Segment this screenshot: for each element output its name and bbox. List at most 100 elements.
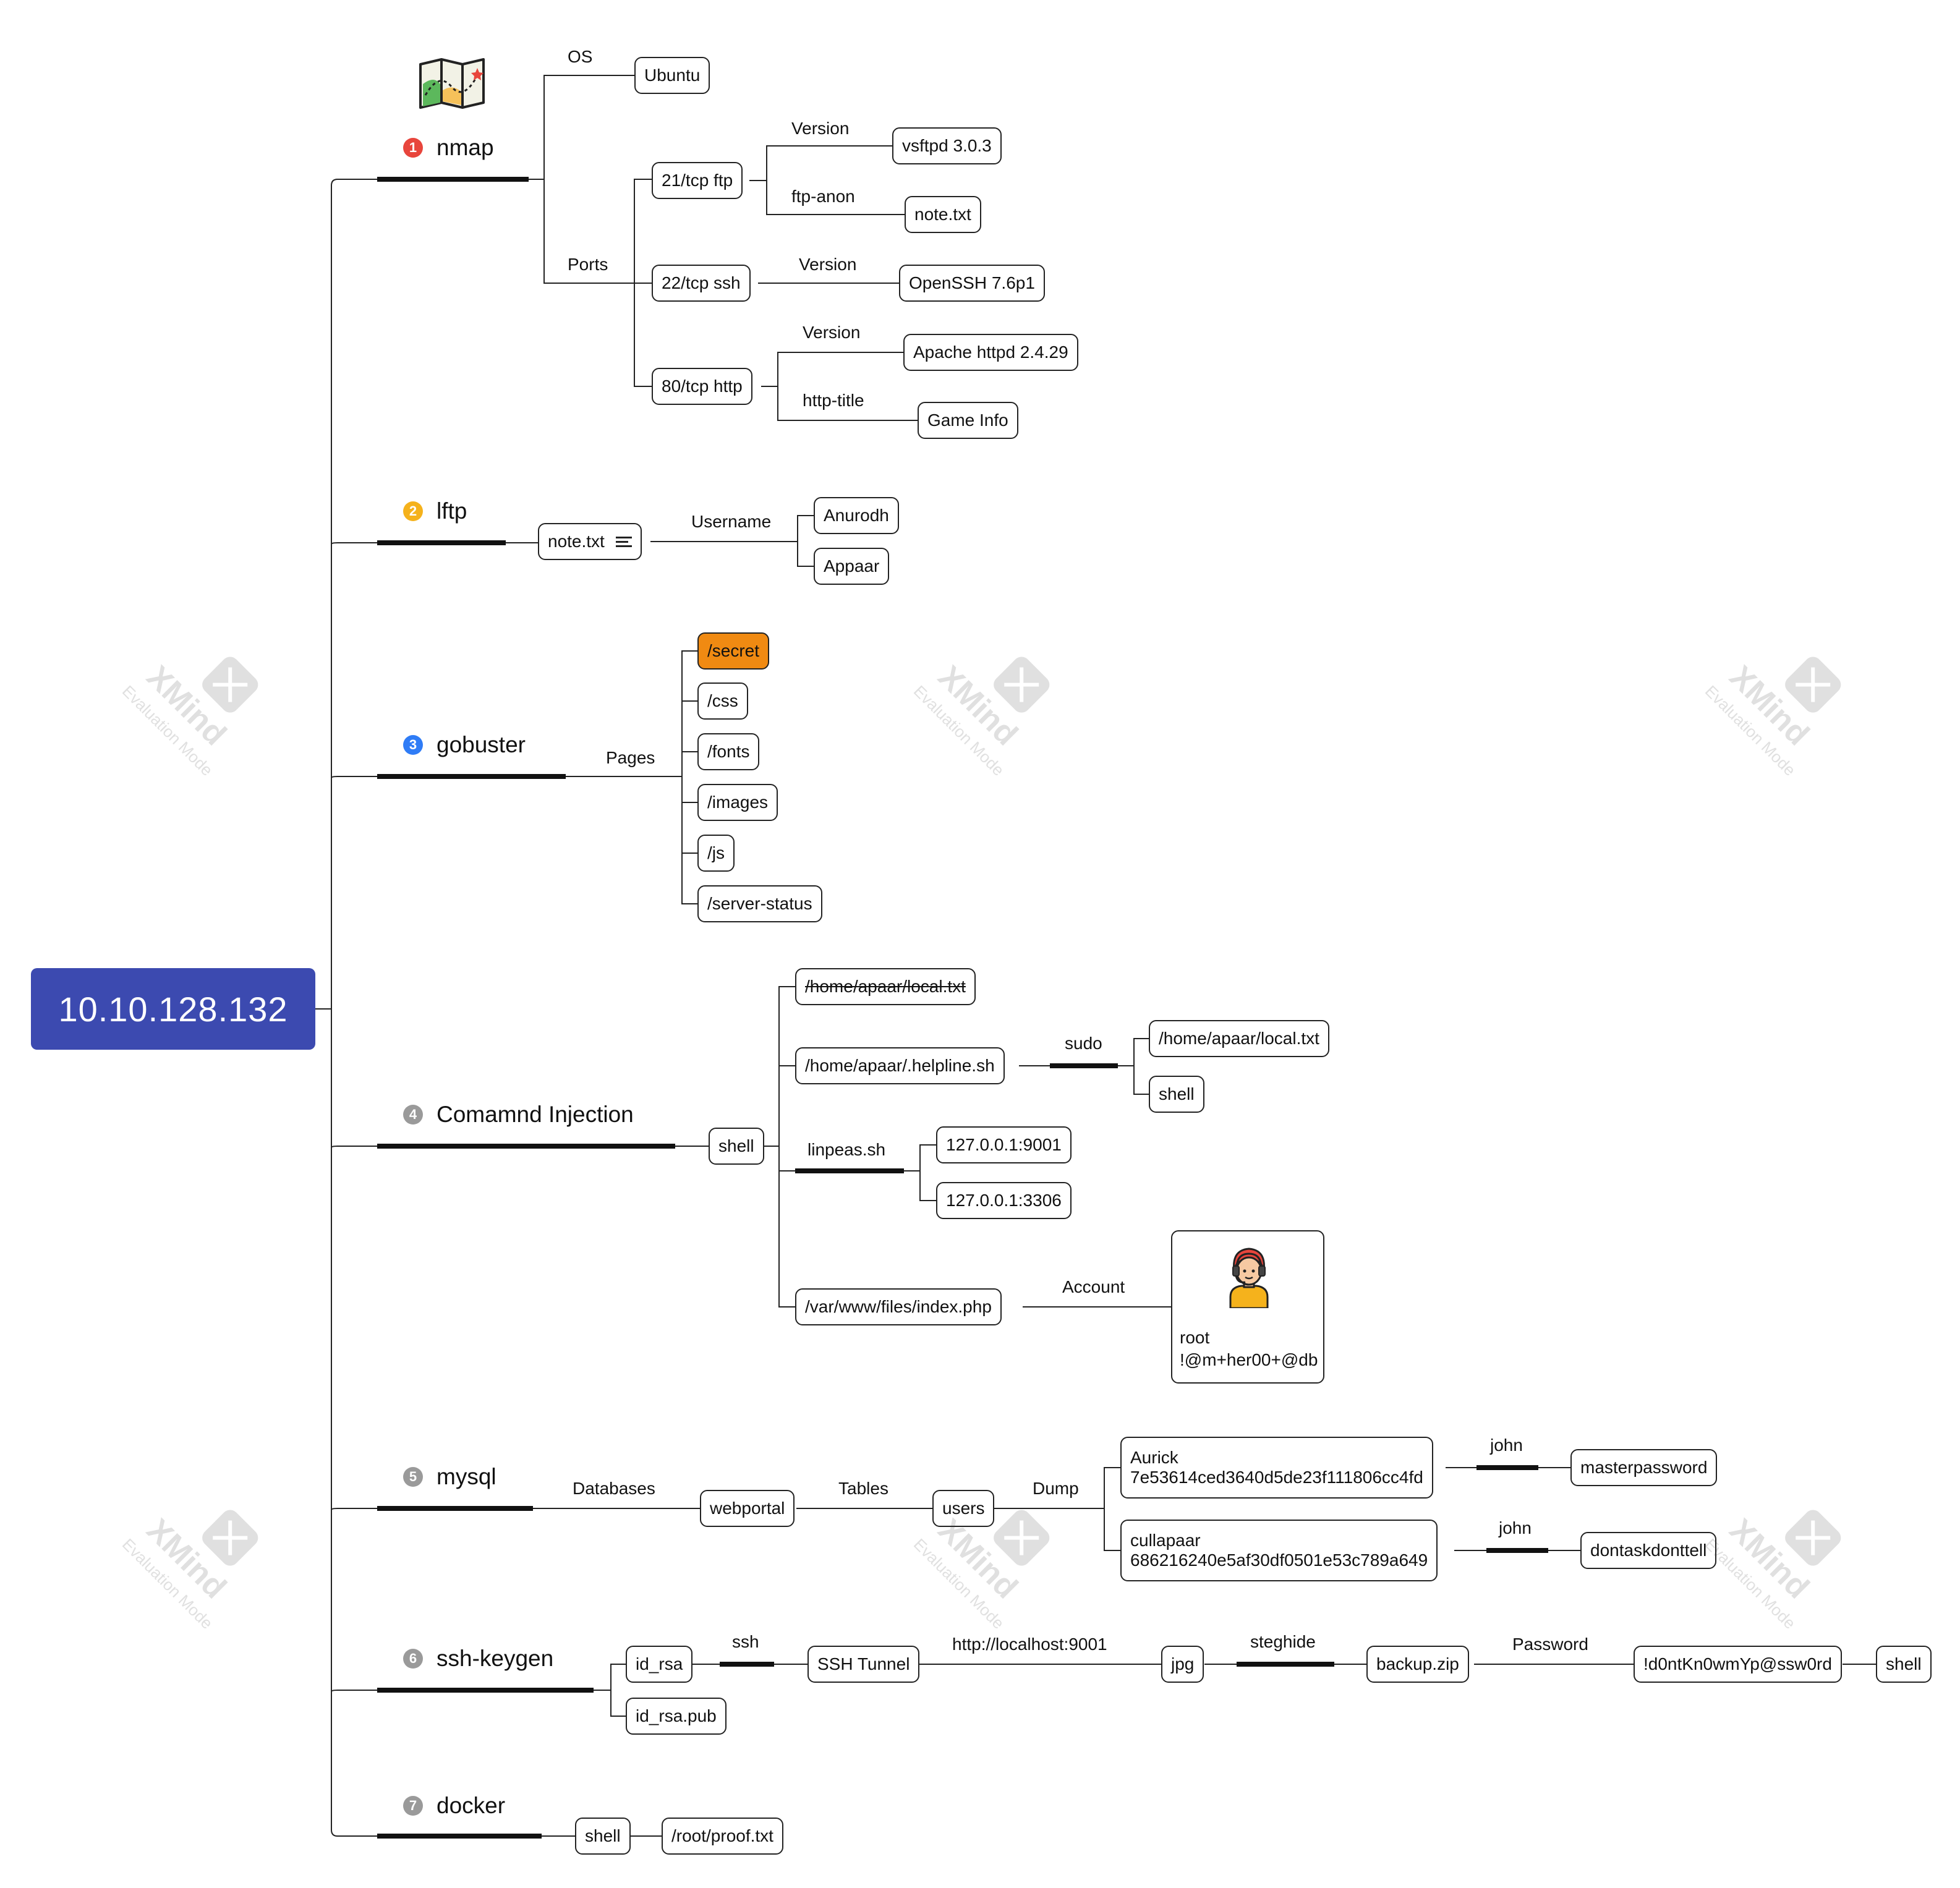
john-label-1: john bbox=[1490, 1435, 1523, 1455]
branch-mysql[interactable]: 5 mysql bbox=[403, 1464, 496, 1490]
node-dontaskdonttell[interactable]: dontaskdonttell bbox=[1580, 1532, 1717, 1569]
branch-injection-label: Comamnd Injection bbox=[437, 1102, 634, 1127]
ssh-version-label: Version bbox=[799, 255, 857, 274]
pages-label: Pages bbox=[606, 748, 655, 767]
page-server-status[interactable]: /server-status bbox=[697, 885, 822, 922]
branch-nmap[interactable]: 1 nmap bbox=[403, 135, 494, 161]
node-sudo-shell[interactable]: shell bbox=[1149, 1076, 1204, 1113]
dump-label: Dump bbox=[1033, 1479, 1079, 1498]
branch-nmap-label: nmap bbox=[437, 135, 494, 160]
node-webportal[interactable]: webportal bbox=[700, 1490, 795, 1527]
badge-4: 4 bbox=[403, 1105, 423, 1125]
http-version-label: Version bbox=[803, 323, 861, 342]
node-sudo-local-txt[interactable]: /home/apaar/local.txt bbox=[1149, 1020, 1329, 1057]
node-user-anurodh[interactable]: Anurodh bbox=[814, 497, 899, 534]
cullapaar-name: cullapaar bbox=[1130, 1530, 1201, 1550]
branch-gobuster-label: gobuster bbox=[437, 732, 526, 757]
account-label: Account bbox=[1062, 1277, 1125, 1296]
node-vsftpd[interactable]: vsftpd 3.0.3 bbox=[892, 127, 1002, 164]
node-port-9001[interactable]: 127.0.0.1:9001 bbox=[936, 1126, 1072, 1163]
node-account[interactable]: root !@m+her00+@db bbox=[1171, 1230, 1324, 1384]
linpeas-label: linpeas.sh bbox=[807, 1140, 886, 1159]
node-masterpassword[interactable]: masterpassword bbox=[1570, 1449, 1718, 1486]
badge-6: 6 bbox=[403, 1649, 423, 1669]
branch-lftp[interactable]: 2 lftp bbox=[403, 498, 467, 524]
node-http-port[interactable]: 80/tcp http bbox=[652, 368, 752, 405]
node-users-table[interactable]: users bbox=[932, 1490, 995, 1527]
node-proof-txt[interactable]: /root/proof.txt bbox=[662, 1818, 783, 1855]
node-ssh-tunnel[interactable]: SSH Tunnel bbox=[807, 1646, 920, 1683]
john-label-2: john bbox=[1499, 1518, 1532, 1537]
node-backup-zip[interactable]: backup.zip bbox=[1366, 1646, 1469, 1683]
lftp-note-label: note.txt bbox=[548, 531, 605, 551]
branch-gobuster[interactable]: 3 gobuster bbox=[403, 732, 526, 758]
node-id-rsa[interactable]: id_rsa bbox=[626, 1646, 693, 1683]
branch-docker[interactable]: 7 docker bbox=[403, 1793, 505, 1819]
cullapaar-hash: 686216240e5af30df0501e53c789a649 bbox=[1130, 1550, 1428, 1570]
badge-3: 3 bbox=[403, 735, 423, 755]
node-ftp-note[interactable]: note.txt bbox=[905, 196, 981, 233]
node-jpg[interactable]: jpg bbox=[1161, 1646, 1204, 1683]
ports-label: Ports bbox=[568, 255, 608, 274]
branch-sshkeygen-label: ssh-keygen bbox=[437, 1646, 554, 1671]
node-apache[interactable]: Apache httpd 2.4.29 bbox=[903, 334, 1078, 371]
root-label: 10.10.128.132 bbox=[58, 989, 288, 1029]
node-backup-password[interactable]: !d0ntKn0wmYp@ssw0rd bbox=[1634, 1646, 1842, 1683]
node-local-txt-struck[interactable]: /home/apaar/local.txt bbox=[795, 968, 976, 1005]
page-images[interactable]: /images bbox=[697, 784, 778, 821]
node-openssh[interactable]: OpenSSH 7.6p1 bbox=[899, 265, 1045, 302]
branch-ssh-keygen[interactable]: 6 ssh-keygen bbox=[403, 1646, 553, 1672]
node-id-rsa-pub[interactable]: id_rsa.pub bbox=[626, 1698, 726, 1735]
http-title-label: http-title bbox=[803, 391, 864, 410]
node-user-appaar[interactable]: Appaar bbox=[814, 548, 890, 585]
localhost-label: http://localhost:9001 bbox=[952, 1635, 1107, 1654]
databases-label: Databases bbox=[573, 1479, 655, 1498]
node-index-php[interactable]: /var/www/files/index.php bbox=[795, 1288, 1002, 1325]
page-fonts[interactable]: /fonts bbox=[697, 733, 760, 770]
node-lftp-note[interactable]: note.txt bbox=[538, 523, 642, 560]
page-css[interactable]: /css bbox=[697, 682, 748, 720]
ssh-label: ssh bbox=[732, 1632, 759, 1651]
node-dump-aurick[interactable]: Aurick 7e53614ced3640d5de23f111806cc4fd bbox=[1120, 1437, 1433, 1499]
node-game-info[interactable]: Game Info bbox=[918, 402, 1018, 439]
aurick-hash: 7e53614ced3640d5de23f111806cc4fd bbox=[1130, 1468, 1423, 1487]
password-label: Password bbox=[1512, 1635, 1588, 1654]
badge-7: 7 bbox=[403, 1796, 423, 1816]
local-txt-label: /home/apaar/local.txt bbox=[805, 976, 966, 996]
sudo-label: sudo bbox=[1065, 1034, 1102, 1053]
ftp-anon-label: ftp-anon bbox=[791, 187, 855, 206]
branch-docker-label: docker bbox=[437, 1793, 506, 1818]
page-secret[interactable]: /secret bbox=[697, 632, 770, 670]
steghide-label: steghide bbox=[1250, 1632, 1316, 1651]
notes-icon bbox=[615, 534, 632, 550]
badge-1: 1 bbox=[403, 138, 423, 158]
branch-command-injection[interactable]: 4 Comamnd Injection bbox=[403, 1102, 634, 1128]
aurick-name: Aurick bbox=[1130, 1447, 1178, 1467]
account-user: root bbox=[1180, 1328, 1210, 1347]
node-ubuntu[interactable]: Ubuntu bbox=[634, 57, 710, 94]
node-ftp-port[interactable]: 21/tcp ftp bbox=[652, 162, 743, 199]
node-dump-cullapaar[interactable]: cullapaar 686216240e5af30df0501e53c789a6… bbox=[1120, 1520, 1438, 1581]
account-pass: !@m+her00+@db bbox=[1180, 1350, 1318, 1369]
node-final-shell[interactable]: shell bbox=[1876, 1646, 1932, 1683]
os-label: OS bbox=[568, 47, 593, 66]
root-ip-node[interactable]: 10.10.128.132 bbox=[31, 968, 315, 1050]
node-port-3306[interactable]: 127.0.0.1:3306 bbox=[936, 1182, 1072, 1219]
node-docker-shell[interactable]: shell bbox=[575, 1818, 631, 1855]
ftp-version-label: Version bbox=[791, 119, 850, 138]
page-js[interactable]: /js bbox=[697, 835, 735, 872]
map-icon bbox=[419, 58, 485, 109]
badge-2: 2 bbox=[403, 501, 423, 521]
branch-mysql-label: mysql bbox=[437, 1464, 496, 1489]
tables-label: Tables bbox=[838, 1479, 888, 1498]
node-ssh-port[interactable]: 22/tcp ssh bbox=[652, 265, 751, 302]
node-injection-shell[interactable]: shell bbox=[709, 1128, 764, 1165]
node-helpline[interactable]: /home/apaar/.helpline.sh bbox=[795, 1047, 1005, 1084]
branch-lftp-label: lftp bbox=[437, 498, 467, 524]
badge-5: 5 bbox=[403, 1467, 423, 1487]
